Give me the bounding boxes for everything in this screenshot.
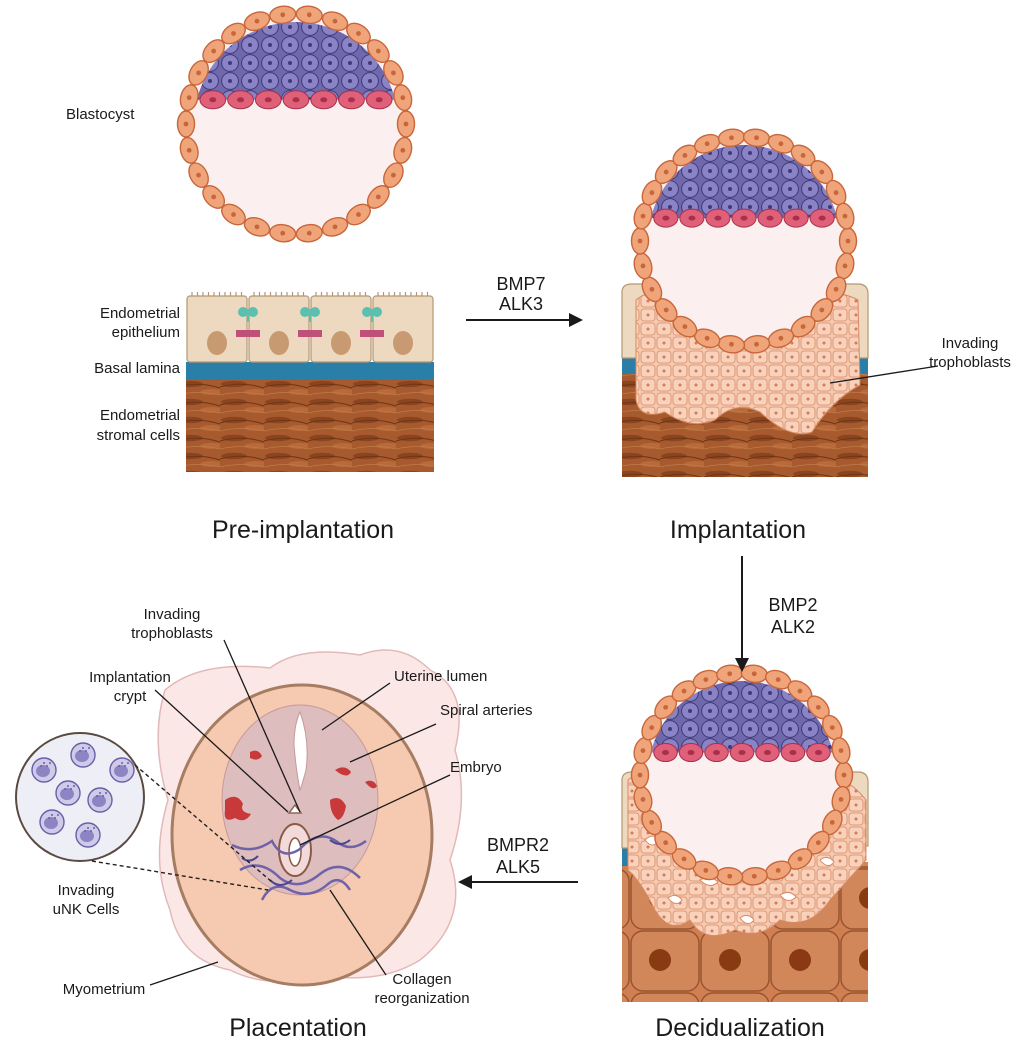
decidualization-tissue [621,664,869,1002]
label-endometrial-stromal-2: stromal cells [97,427,180,444]
junction-marker [360,330,384,337]
basal-lamina-layer [186,362,434,380]
blastocyst-illustration [176,5,416,243]
text-layer: Blastocyst Endometrial epithelium Basal … [53,106,1011,1042]
transition-arrows [458,313,749,889]
signal-2-line-1: BMP2 [768,595,817,615]
inner-cell-mass [196,22,396,100]
signal-3-line-2: ALK5 [496,857,540,877]
label-invading-trophoblasts-1: Invading [942,335,999,352]
epithelial-nucleus [331,331,351,355]
placentation-illustration [157,649,463,987]
pre-implantation-tissue [186,292,434,472]
label-embryo: Embryo [450,759,502,776]
leader-lines [149,365,939,986]
blastocyst-decidualizing [630,664,854,886]
junction-marker [236,330,260,337]
label-invading-unk-1: Invading [58,882,115,899]
stromal-layer [186,380,434,472]
arrow-down-head [735,658,749,672]
uterine-lumen-shape [293,710,308,792]
label-basal-lamina: Basal lamina [94,360,181,377]
label-endometrial-stromal-1: Endometrial [100,407,180,424]
label-collagen-2: reorganization [374,990,469,1007]
label-spiral-arteries: Spiral arteries [440,702,533,719]
arrow-left-head [458,875,472,889]
spiral-arteries-shapes [224,750,377,821]
label-endometrial-epithelium-1: Endometrial [100,305,180,322]
signal-2-line-2: ALK2 [771,617,815,637]
label-collagen-1: Collagen [392,971,451,988]
label-invading-trophoblasts-b-1: Invading [144,606,201,623]
stage-title-decidualization: Decidualization [655,1014,825,1042]
epithelial-cell [186,295,248,363]
label-implantation-crypt-2: crypt [114,688,147,705]
signal-1-line-1: BMP7 [496,274,545,294]
epithelial-nucleus [207,331,227,355]
label-invading-trophoblasts-2: trophoblasts [929,354,1011,371]
label-endometrial-epithelium-2: epithelium [112,324,180,341]
epithelial-nucleus [269,331,289,355]
signal-3-line-1: BMPR2 [487,835,549,855]
epithelial-cell [310,295,372,363]
blastocyst-implanting [630,128,858,354]
unk-cells-zoom [15,732,273,891]
inner-cell-mass [650,145,838,219]
junction-marker [298,330,322,337]
label-uterine-lumen: Uterine lumen [394,668,487,685]
label-invading-trophoblasts-b-2: trophoblasts [131,625,213,642]
inner-cell-mass [650,681,834,753]
collagen-fibers [231,835,367,901]
epithelial-nucleus [393,331,413,355]
stage-title-implantation: Implantation [670,516,806,544]
label-invading-unk-2: uNK Cells [53,901,120,918]
label-implantation-crypt-1: Implantation [89,669,171,686]
label-myometrium: Myometrium [63,981,146,998]
implantation-tissue [621,128,869,477]
epithelial-cell [248,295,310,363]
epithelium-layer [186,292,434,363]
stage-title-pre-implantation: Pre-implantation [212,516,394,544]
epithelial-cell [372,295,434,363]
label-blastocyst: Blastocyst [66,106,135,123]
arrow-right-head [569,313,583,327]
stage-title-placentation: Placentation [229,1014,367,1042]
signal-1-line-2: ALK3 [499,294,543,314]
